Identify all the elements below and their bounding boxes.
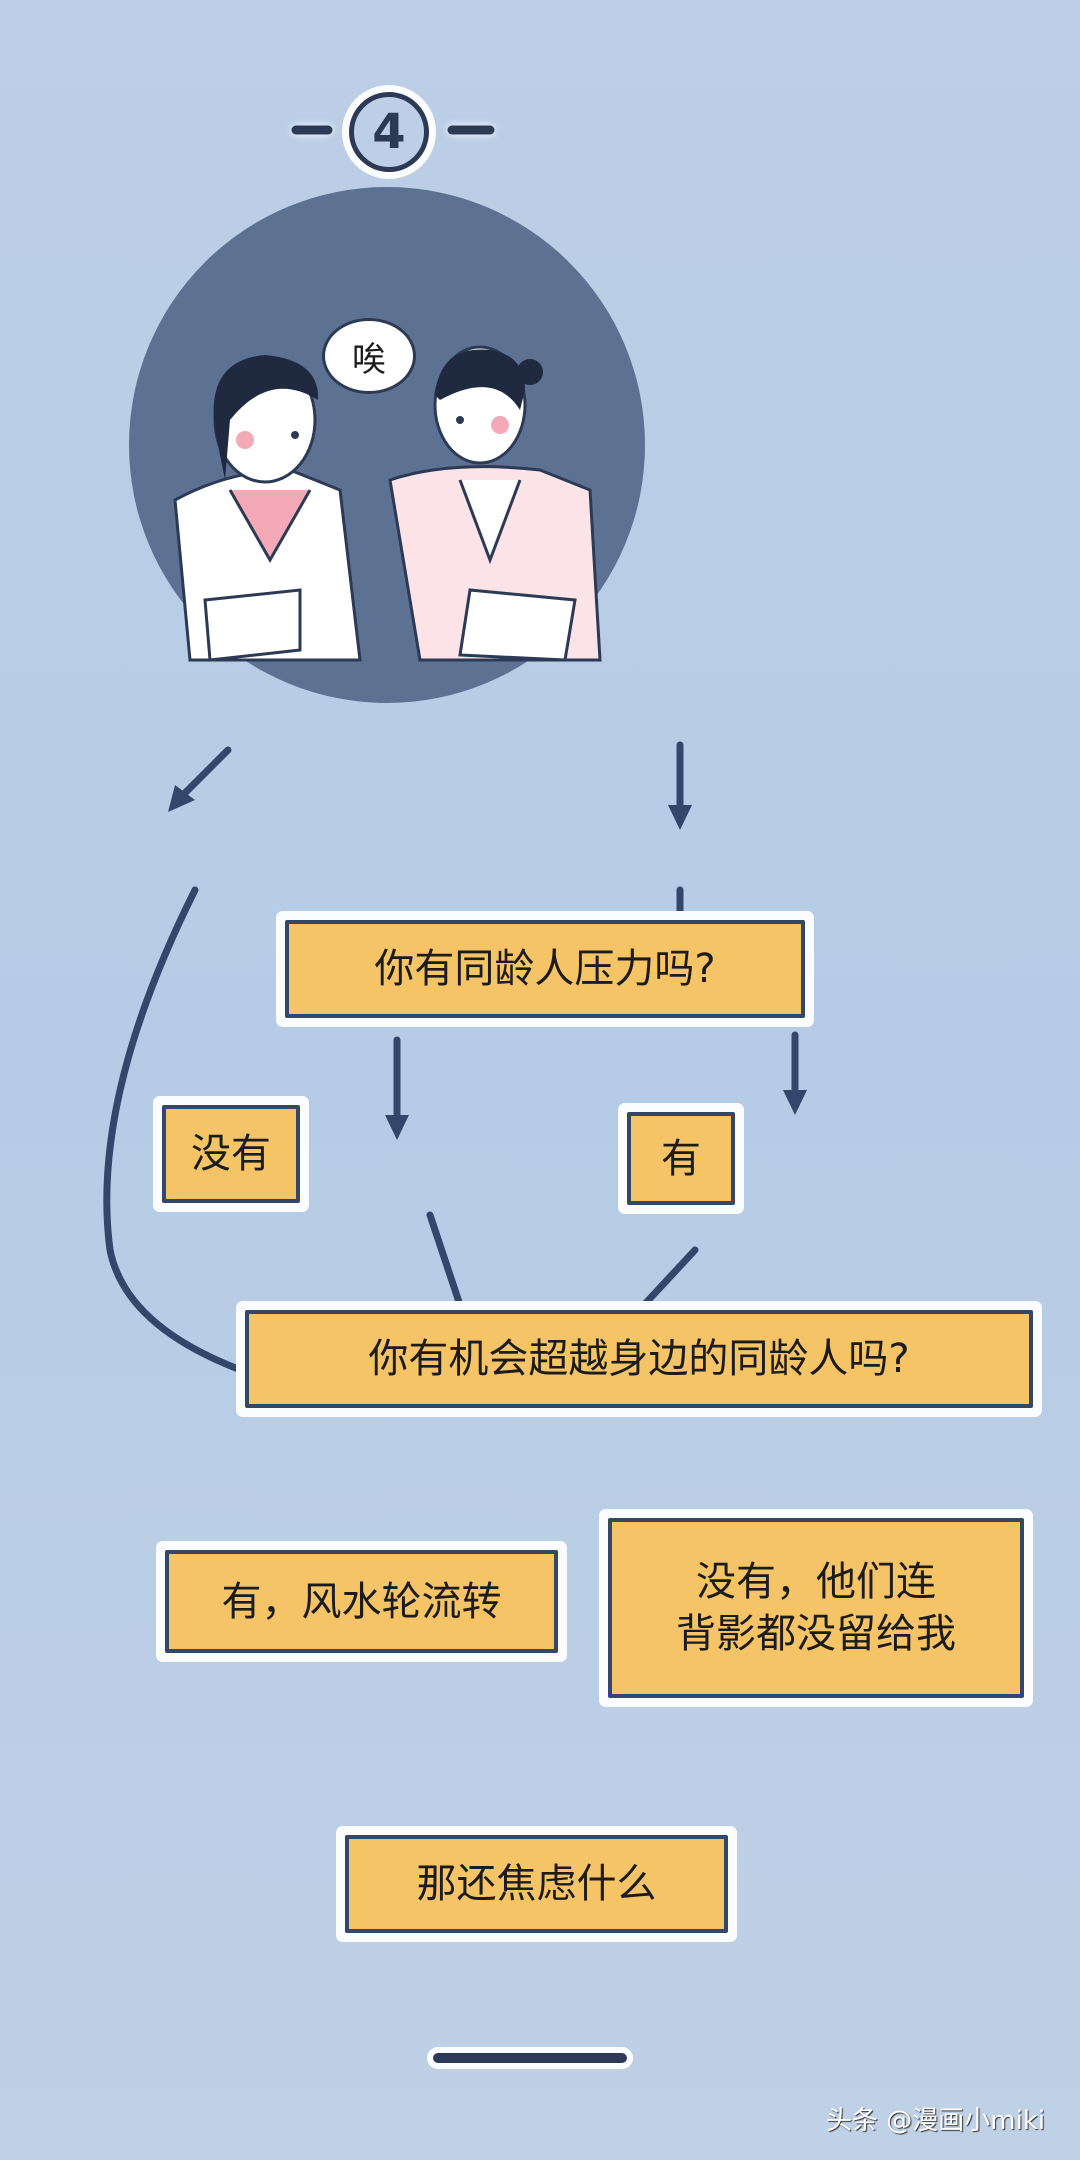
question-surpass-peers: 你有机会超越身边的同龄人吗? [245, 1310, 1033, 1408]
answer-yes: 有 [627, 1112, 735, 1205]
watermark: 头条 @漫画小miki [826, 2106, 1046, 2136]
step-number-badge: 4 [349, 92, 429, 172]
question-peer-pressure: 你有同龄人压力吗? [285, 920, 805, 1018]
bottom-bar [427, 2047, 633, 2069]
answer-no-line1: 没有，他们连 [696, 1559, 936, 1605]
answer-yes-fortune-turns: 有，风水轮流转 [165, 1550, 558, 1653]
speech-bubble: 唉 [322, 318, 416, 394]
answer-no-line2: 背影都没留给我 [676, 1611, 956, 1657]
flow-arrows [103, 741, 799, 1399]
answer-no-left-behind: 没有，他们连 背影都没留给我 [608, 1518, 1024, 1698]
woman-right-figure [388, 345, 602, 662]
conclusion-why-worry: 那还焦虑什么 [345, 1835, 728, 1933]
answer-no: 没有 [162, 1105, 300, 1203]
woman-left-figure [173, 355, 362, 662]
